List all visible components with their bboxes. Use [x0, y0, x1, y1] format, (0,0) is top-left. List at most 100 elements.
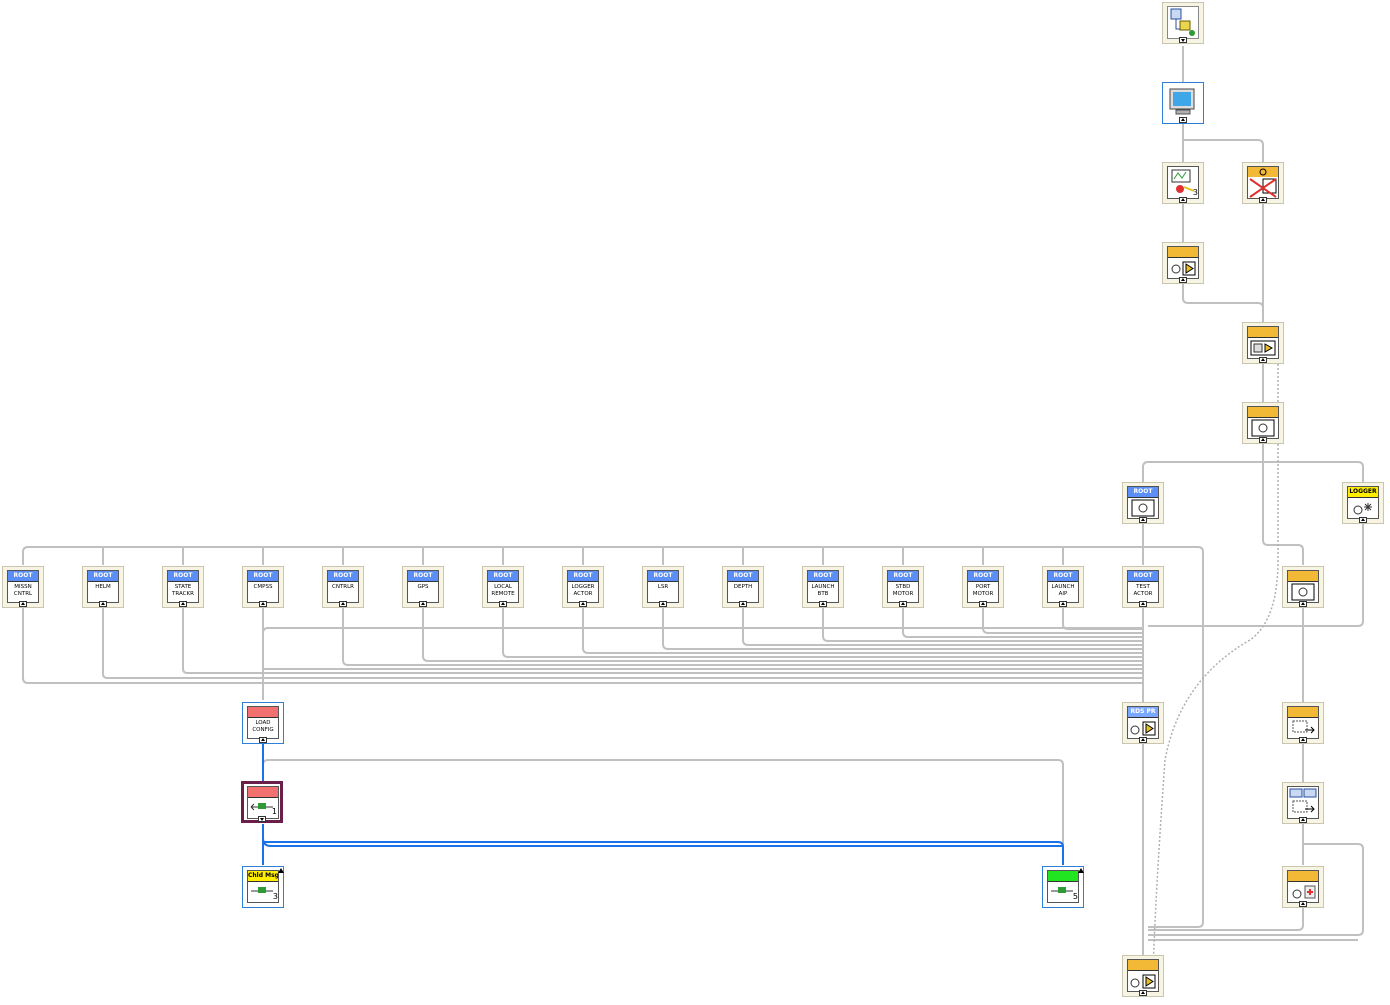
- selected-node[interactable]: 1: [241, 781, 283, 823]
- terminal-pin[interactable]: [339, 601, 347, 607]
- root-header: ROOT: [568, 571, 598, 582]
- root-header: ROOT: [648, 571, 678, 582]
- root-header: ROOT: [1048, 571, 1078, 582]
- root-top-node[interactable]: ROOT: [1122, 482, 1164, 524]
- gear-frame-icon: [1291, 583, 1315, 601]
- root-node-launch-btb[interactable]: ROOT LAUNCH BTB: [802, 566, 844, 608]
- terminal-pin[interactable]: [579, 601, 587, 607]
- stop-actor-node[interactable]: [1242, 162, 1284, 204]
- actor-launch-node[interactable]: [1162, 242, 1204, 284]
- root-node-missn-cntrl[interactable]: ROOT MISSN CNTRL: [2, 566, 44, 608]
- root-header: ROOT: [968, 571, 998, 582]
- node-label: TEST ACTOR: [1133, 584, 1153, 597]
- terminal-pin[interactable]: [499, 601, 507, 607]
- terminal-pin[interactable]: [739, 601, 747, 607]
- logger-node[interactable]: LOGGER: [1342, 482, 1384, 524]
- terminal-pin[interactable]: [19, 601, 27, 607]
- root-header: ROOT: [1128, 571, 1158, 582]
- node-label: MISSN CNTRL: [13, 584, 33, 597]
- terminal-pin[interactable]: [99, 601, 107, 607]
- root-header: ROOT: [88, 571, 118, 582]
- computer-node[interactable]: [1162, 82, 1204, 124]
- gear-frame-icon: [1251, 419, 1275, 437]
- scope-icon: [1171, 169, 1195, 193]
- gear-play-icon: [1171, 261, 1196, 276]
- child-msg-node[interactable]: Chld Msg 3: [242, 866, 284, 908]
- root-header: ROOT: [808, 571, 838, 582]
- send-msg-node[interactable]: [1282, 702, 1324, 744]
- gear-spark-icon: [1353, 503, 1372, 515]
- root-header: ROOT: [408, 571, 438, 582]
- green-node[interactable]: 5: [1042, 866, 1084, 908]
- node-label: HELM: [95, 584, 111, 590]
- terminal-pin[interactable]: [979, 601, 987, 607]
- slider-icon: [1051, 887, 1073, 893]
- actor-error-node[interactable]: [1282, 866, 1324, 908]
- queue-node[interactable]: [1282, 782, 1324, 824]
- terminal-pin[interactable]: [419, 601, 427, 607]
- actor-frame-right-node[interactable]: [1282, 566, 1324, 608]
- terminal-pin[interactable]: [819, 601, 827, 607]
- node-label: STBD MOTOR: [892, 584, 914, 597]
- actor-launch-bottom-node[interactable]: [1122, 955, 1164, 997]
- node-label: LAUNCH BTB: [811, 584, 835, 597]
- queue-arrow-icon: [1289, 788, 1317, 813]
- root-header: ROOT: [888, 571, 918, 582]
- root-header: ROOT: [728, 571, 758, 582]
- root-node-gps[interactable]: ROOT GPS: [402, 566, 444, 608]
- root-node-test-actor[interactable]: ROOT TEST ACTOR: [1122, 566, 1164, 608]
- root-header: ROOT: [328, 571, 358, 582]
- slider-icon: [250, 803, 273, 811]
- root-header: ROOT: [168, 571, 198, 582]
- node-label: LSR: [657, 584, 669, 590]
- up-arrow-icon: [1078, 868, 1084, 873]
- node-label: STATE TRACKR: [172, 584, 194, 597]
- root-node-lsr[interactable]: ROOT LSR: [642, 566, 684, 608]
- computer-icon: [1169, 88, 1195, 115]
- monitor-node[interactable]: 3: [1162, 162, 1204, 204]
- crossed-actor-icon: [1248, 167, 1278, 198]
- terminal-pin[interactable]: [1139, 601, 1147, 607]
- root-node-helm[interactable]: ROOT HELM: [82, 566, 124, 608]
- terminal-pin[interactable]: [899, 601, 907, 607]
- gear-error-icon: [1292, 885, 1316, 899]
- root-node-launch-aip[interactable]: ROOT LAUNCH AIP: [1042, 566, 1084, 608]
- gear-play-icon: [1130, 974, 1156, 989]
- node-label: PORT MOTOR: [972, 584, 994, 597]
- actor-play-node[interactable]: [1242, 322, 1284, 364]
- root-node-stbd-motor[interactable]: ROOT STBD MOTOR: [882, 566, 924, 608]
- hierarchy-icon: [1170, 8, 1195, 36]
- gear-frame-icon: [1131, 499, 1155, 517]
- node-label: CNTRLR: [331, 584, 355, 590]
- node-label: LAUNCH AIP: [1051, 584, 1075, 597]
- up-arrow-icon: [278, 868, 284, 873]
- root-node-logger-actor[interactable]: ROOT LOGGER ACTOR: [562, 566, 604, 608]
- gear-play-icon: [1130, 721, 1156, 736]
- terminal-pin[interactable]: [179, 601, 187, 607]
- rds-pr-node[interactable]: RDS PR: [1122, 702, 1164, 744]
- terminal-pin[interactable]: [259, 601, 267, 607]
- node-label: GPS: [417, 584, 429, 590]
- frame-play-icon: [1250, 340, 1276, 356]
- root-header: ROOT: [488, 571, 518, 582]
- root-node-state-trackr[interactable]: ROOT STATE TRACKR: [162, 566, 204, 608]
- root-node-port-motor[interactable]: ROOT PORT MOTOR: [962, 566, 1004, 608]
- load-config-label: LOAD CONFIG: [252, 720, 274, 733]
- arrow-out-icon: [1292, 720, 1315, 734]
- root-node-cmpss[interactable]: ROOT CMPSS: [242, 566, 284, 608]
- root-node-local-remote[interactable]: ROOT LOCAL REMOTE: [482, 566, 524, 608]
- node-label: LOGGER ACTOR: [571, 584, 595, 597]
- new-vi-node[interactable]: [1162, 2, 1204, 44]
- root-node-cntrlr[interactable]: ROOT CNTRLR: [322, 566, 364, 608]
- root-header: ROOT: [248, 571, 278, 582]
- slider-icon: [251, 887, 273, 893]
- load-config-node[interactable]: LOAD CONFIG: [242, 702, 284, 744]
- node-label: LOCAL REMOTE: [491, 584, 515, 597]
- actor-frame-node[interactable]: [1242, 402, 1284, 444]
- root-header: ROOT: [8, 571, 38, 582]
- terminal-pin[interactable]: [659, 601, 667, 607]
- terminal-pin[interactable]: [1059, 601, 1067, 607]
- node-label: CMPSS: [253, 584, 273, 590]
